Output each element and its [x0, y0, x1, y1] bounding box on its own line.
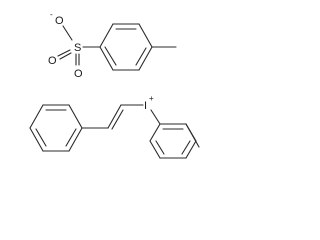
sulfur-oxygen-single-bond	[62, 25, 73, 41]
ring-bond	[68, 104, 83, 129]
ring-bond	[99, 23, 114, 48]
ring-bond	[29, 104, 44, 129]
ring-bond	[149, 140, 161, 159]
tosyl-benzene-ring	[99, 23, 153, 71]
chemical-structure-diagram: S O - O O	[29, 10, 200, 159]
ring-bond	[138, 23, 153, 48]
ring-bond	[29, 127, 44, 152]
iodine-phenyl-bond	[150, 109, 161, 125]
ring-bond	[99, 46, 114, 71]
iodo-phenyl-ring	[149, 123, 200, 159]
ring-double-bond	[35, 128, 47, 147]
iodine-atom: I	[144, 100, 147, 112]
ring-bond	[185, 123, 197, 142]
sulfur-oxygen-double-bond	[59, 52, 72, 60]
negative-charge: -	[50, 10, 53, 19]
iodonium-cation: I +	[29, 94, 200, 159]
sulfonate-oxygen-bottom: O	[74, 68, 83, 80]
ring-double-bond	[181, 140, 191, 155]
positive-charge: +	[149, 94, 154, 103]
sulfonate-oxygen-left: O	[48, 55, 57, 67]
ring-double-bond	[135, 47, 147, 66]
vinyl-double-bond	[107, 104, 122, 129]
ring-double-bond	[155, 140, 165, 155]
sulfur-atom: S	[74, 42, 81, 54]
tosylate-anion: S O - O O	[48, 10, 177, 80]
ring-double-bond	[104, 46, 117, 66]
sulfur-oxygen-double-bond	[57, 49, 71, 57]
ring-bond	[138, 46, 153, 71]
styryl-phenyl-ring	[29, 104, 83, 152]
ring-bond	[185, 140, 197, 159]
vinyl-double-bond	[111, 109, 124, 130]
sulfonate-oxygen-anion: O	[55, 15, 64, 27]
ring-bond	[68, 127, 83, 152]
ring-double-bond	[65, 128, 77, 147]
ring-bond	[149, 123, 161, 142]
